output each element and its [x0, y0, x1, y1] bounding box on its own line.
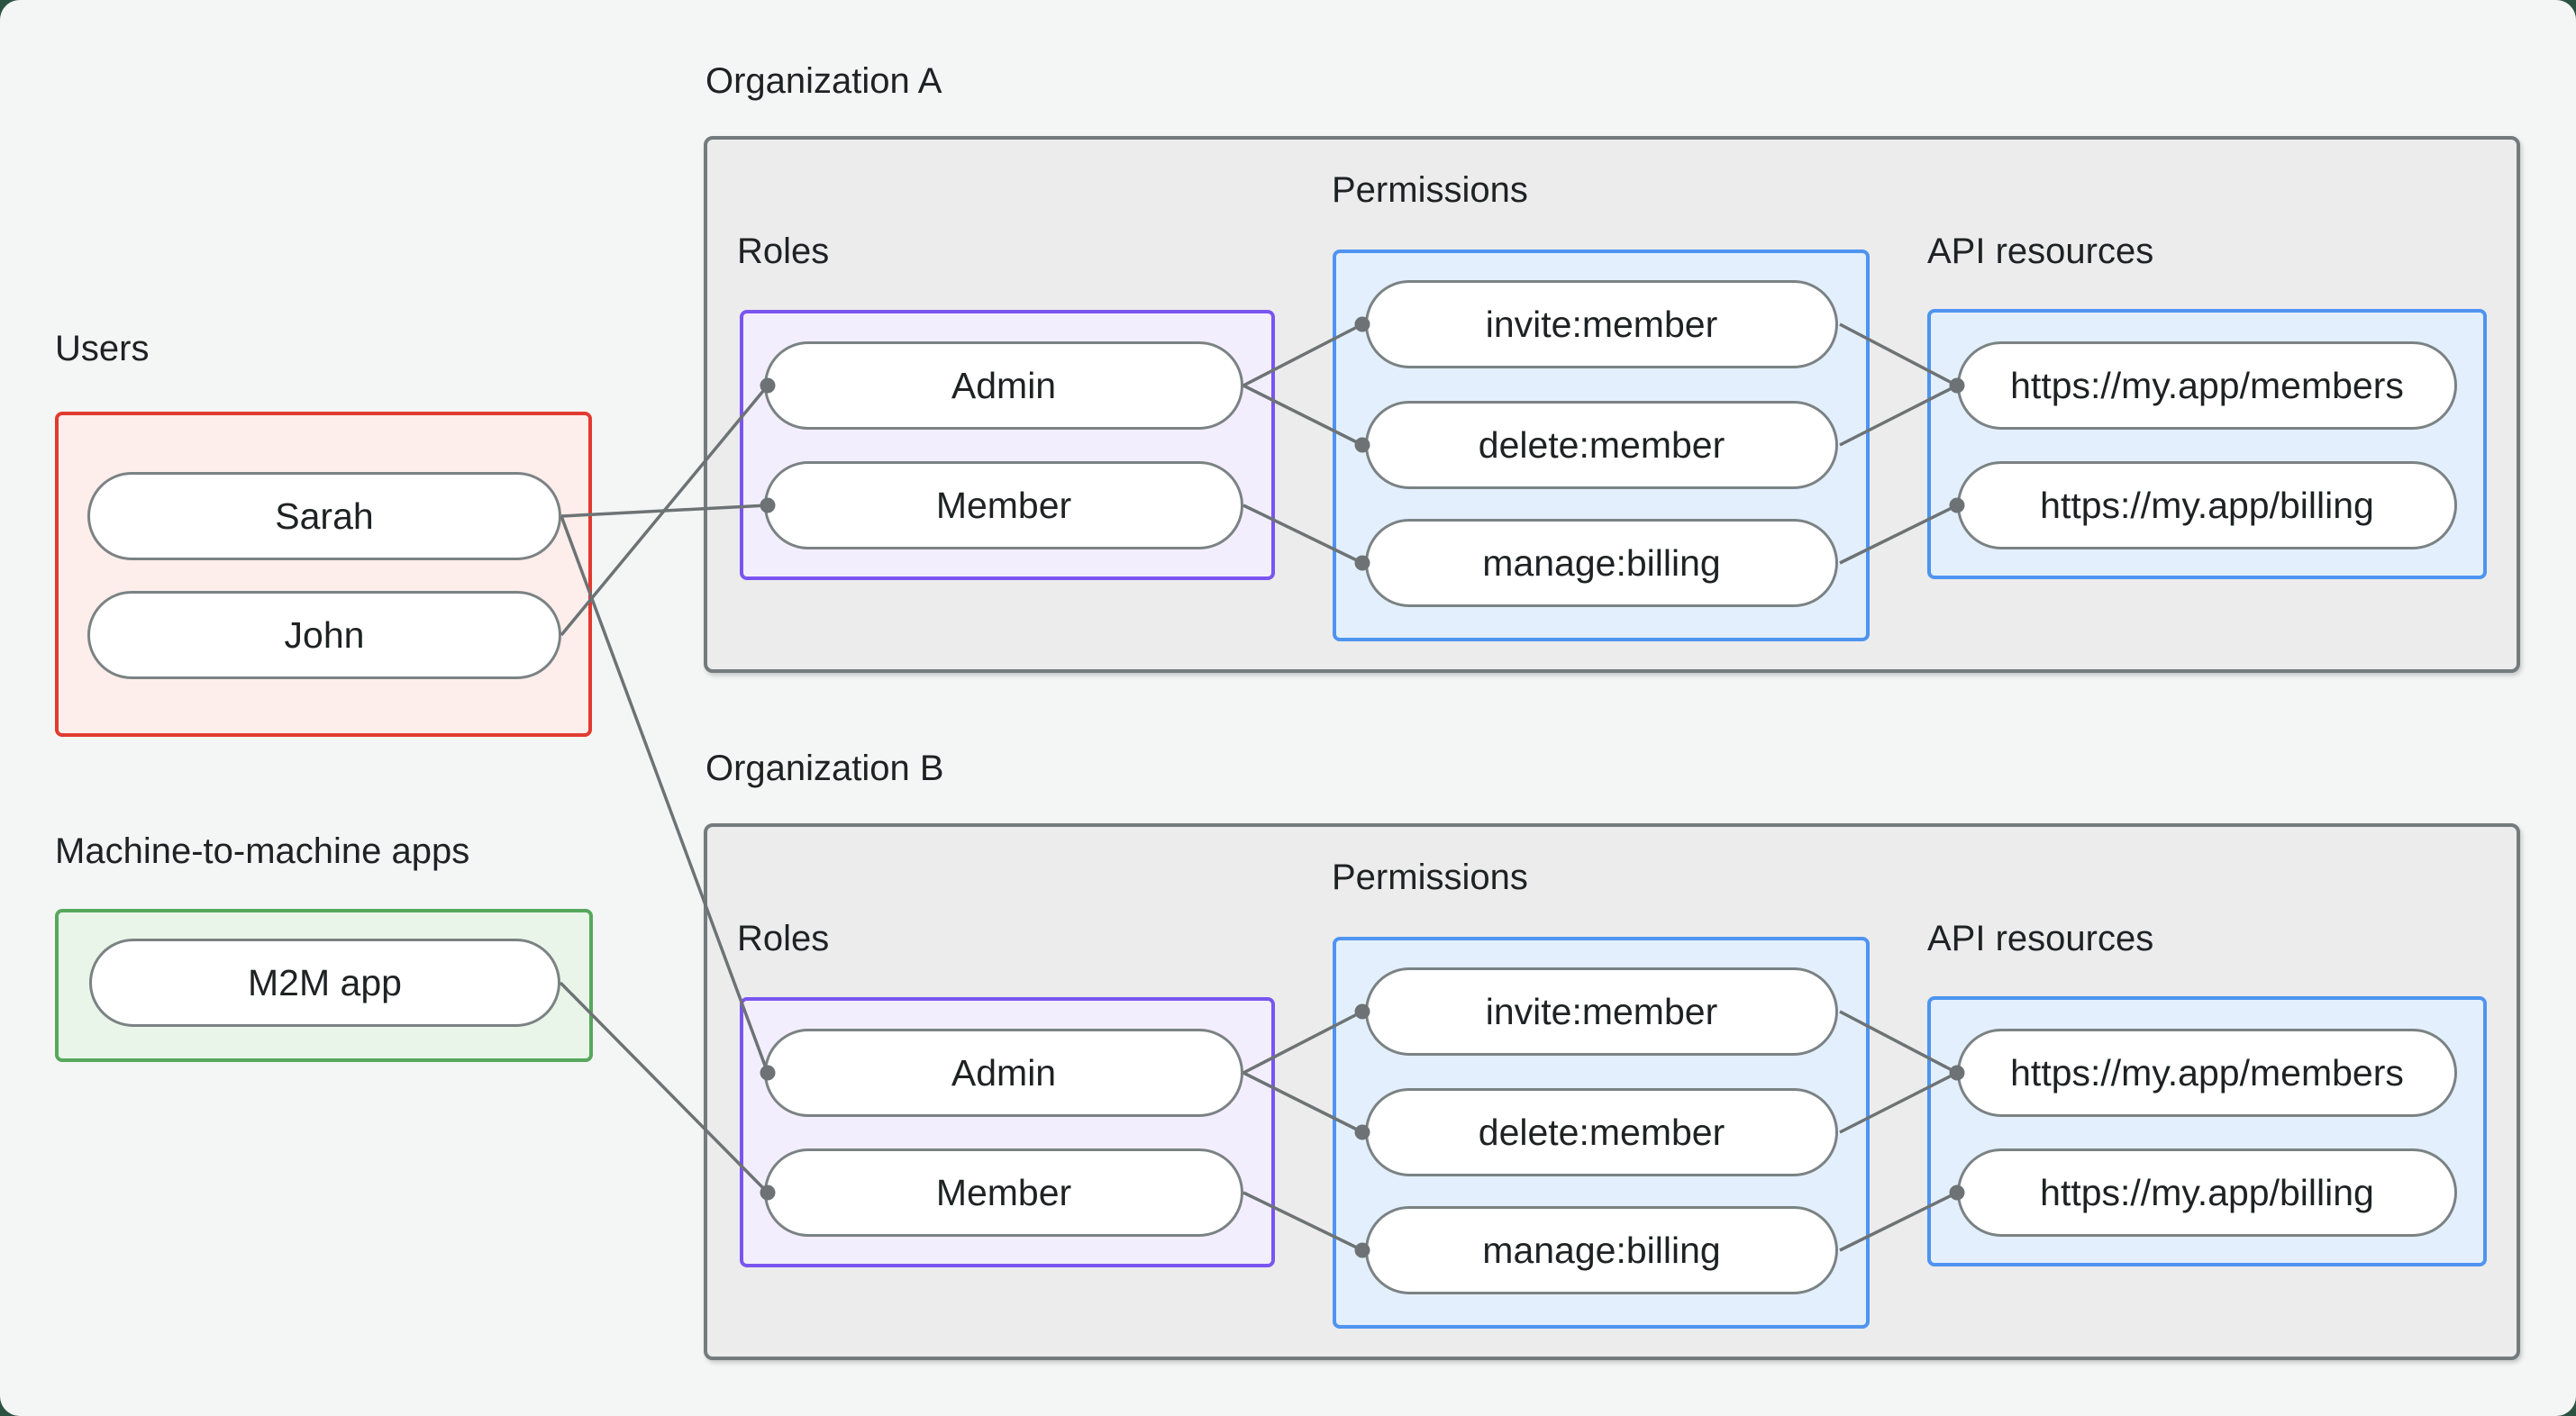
- node-user-sarah: Sarah: [87, 472, 561, 560]
- org-a-title: Organization A: [705, 61, 942, 101]
- node-org-a-role-admin: Admin: [764, 341, 1243, 430]
- node-org-b-api-members: https://my.app/members: [1957, 1029, 2457, 1117]
- node-org-a-perm-manage: manage:billing: [1365, 519, 1838, 607]
- node-org-a-role-member: Member: [764, 461, 1243, 549]
- node-org-b-perm-delete: delete:member: [1365, 1088, 1838, 1176]
- org-b-api-label: API resources: [1927, 919, 2154, 958]
- org-b-roles-label: Roles: [737, 919, 830, 958]
- org-a-permissions-label: Permissions: [1332, 170, 1528, 210]
- node-org-b-role-member: Member: [764, 1148, 1243, 1237]
- node-user-john: John: [87, 591, 561, 679]
- org-a-roles-label: Roles: [737, 231, 830, 271]
- node-org-a-api-billing: https://my.app/billing: [1957, 461, 2457, 549]
- node-org-b-perm-invite: invite:member: [1365, 967, 1838, 1056]
- org-b-title: Organization B: [705, 749, 944, 788]
- node-m2m-app: M2M app: [89, 939, 560, 1027]
- node-org-b-api-billing: https://my.app/billing: [1957, 1148, 2457, 1237]
- org-b-permissions-label: Permissions: [1332, 858, 1528, 897]
- node-org-b-perm-manage: manage:billing: [1365, 1206, 1838, 1294]
- users-label: Users: [55, 329, 150, 368]
- node-org-a-api-members: https://my.app/members: [1957, 341, 2457, 430]
- org-a-api-label: API resources: [1927, 231, 2154, 271]
- m2m-label: Machine-to-machine apps: [55, 831, 470, 871]
- node-org-b-role-admin: Admin: [764, 1029, 1243, 1117]
- node-org-a-perm-delete: delete:member: [1365, 401, 1838, 489]
- node-org-a-perm-invite: invite:member: [1365, 280, 1838, 368]
- users-box: [55, 412, 592, 737]
